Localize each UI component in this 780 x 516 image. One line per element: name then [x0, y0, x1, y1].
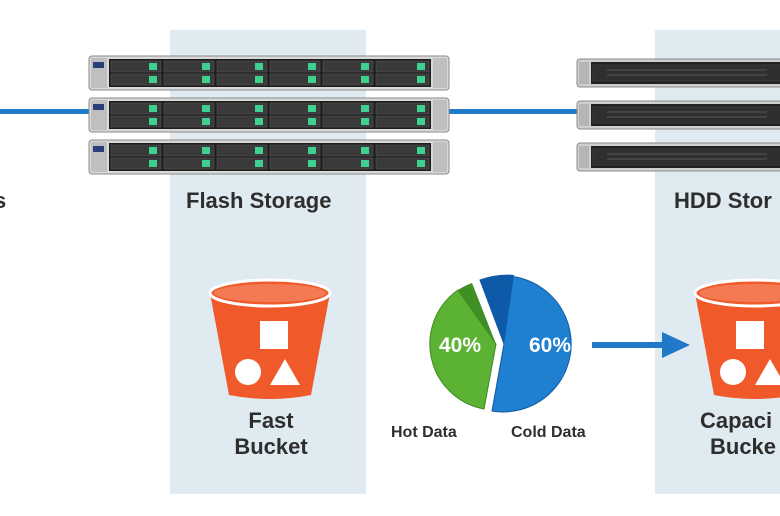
cold-data-label: Cold Data — [511, 424, 586, 441]
network-link-middle — [447, 109, 579, 114]
hot-data-slice — [429, 289, 497, 410]
hot-data-percent: 40% — [439, 334, 481, 357]
circle-shape — [235, 359, 261, 385]
capacity-bucket — [690, 277, 780, 402]
hdd-storage-label: HDD Stor — [674, 188, 772, 213]
left-label-fragment: s — [0, 188, 7, 213]
server-icon — [88, 55, 450, 175]
server-icon — [576, 58, 780, 172]
fast-bucket-line1: Fast — [248, 408, 294, 433]
cold-data-percent: 60% — [529, 334, 571, 357]
flash-storage-label: Flash Storage — [186, 188, 332, 213]
move-to-capacity-arrow — [592, 330, 692, 360]
hdd-server-stack — [576, 55, 780, 175]
capacity-bucket-line2: Bucke — [710, 434, 777, 459]
bucket-icon — [208, 278, 332, 399]
arrow-right-icon — [592, 332, 690, 358]
flash-server-stack — [88, 55, 450, 175]
capacity-bucket-label: Capaci Bucke — [690, 408, 780, 460]
fast-bucket — [205, 277, 335, 402]
flash-server-2 — [88, 97, 450, 133]
flash-server-3 — [88, 139, 450, 175]
network-link-left — [0, 109, 92, 114]
fast-bucket-line2: Bucket — [234, 434, 308, 459]
hdd-server-1 — [576, 58, 780, 88]
hdd-server-2 — [576, 100, 780, 130]
bucket-icon — [693, 278, 780, 399]
flash-server-1 — [88, 55, 450, 91]
hot-data-label: Hot Data — [391, 424, 457, 441]
pie-chart-icon: 40% 60% — [429, 274, 572, 413]
data-split-pie: 40% 60% — [414, 268, 594, 418]
hdd-server-3 — [576, 142, 780, 172]
capacity-bucket-line1: Capaci — [700, 408, 773, 433]
square-shape — [260, 321, 288, 349]
triangle-shape — [270, 359, 300, 385]
fast-bucket-label: Fast Bucket — [198, 408, 344, 460]
